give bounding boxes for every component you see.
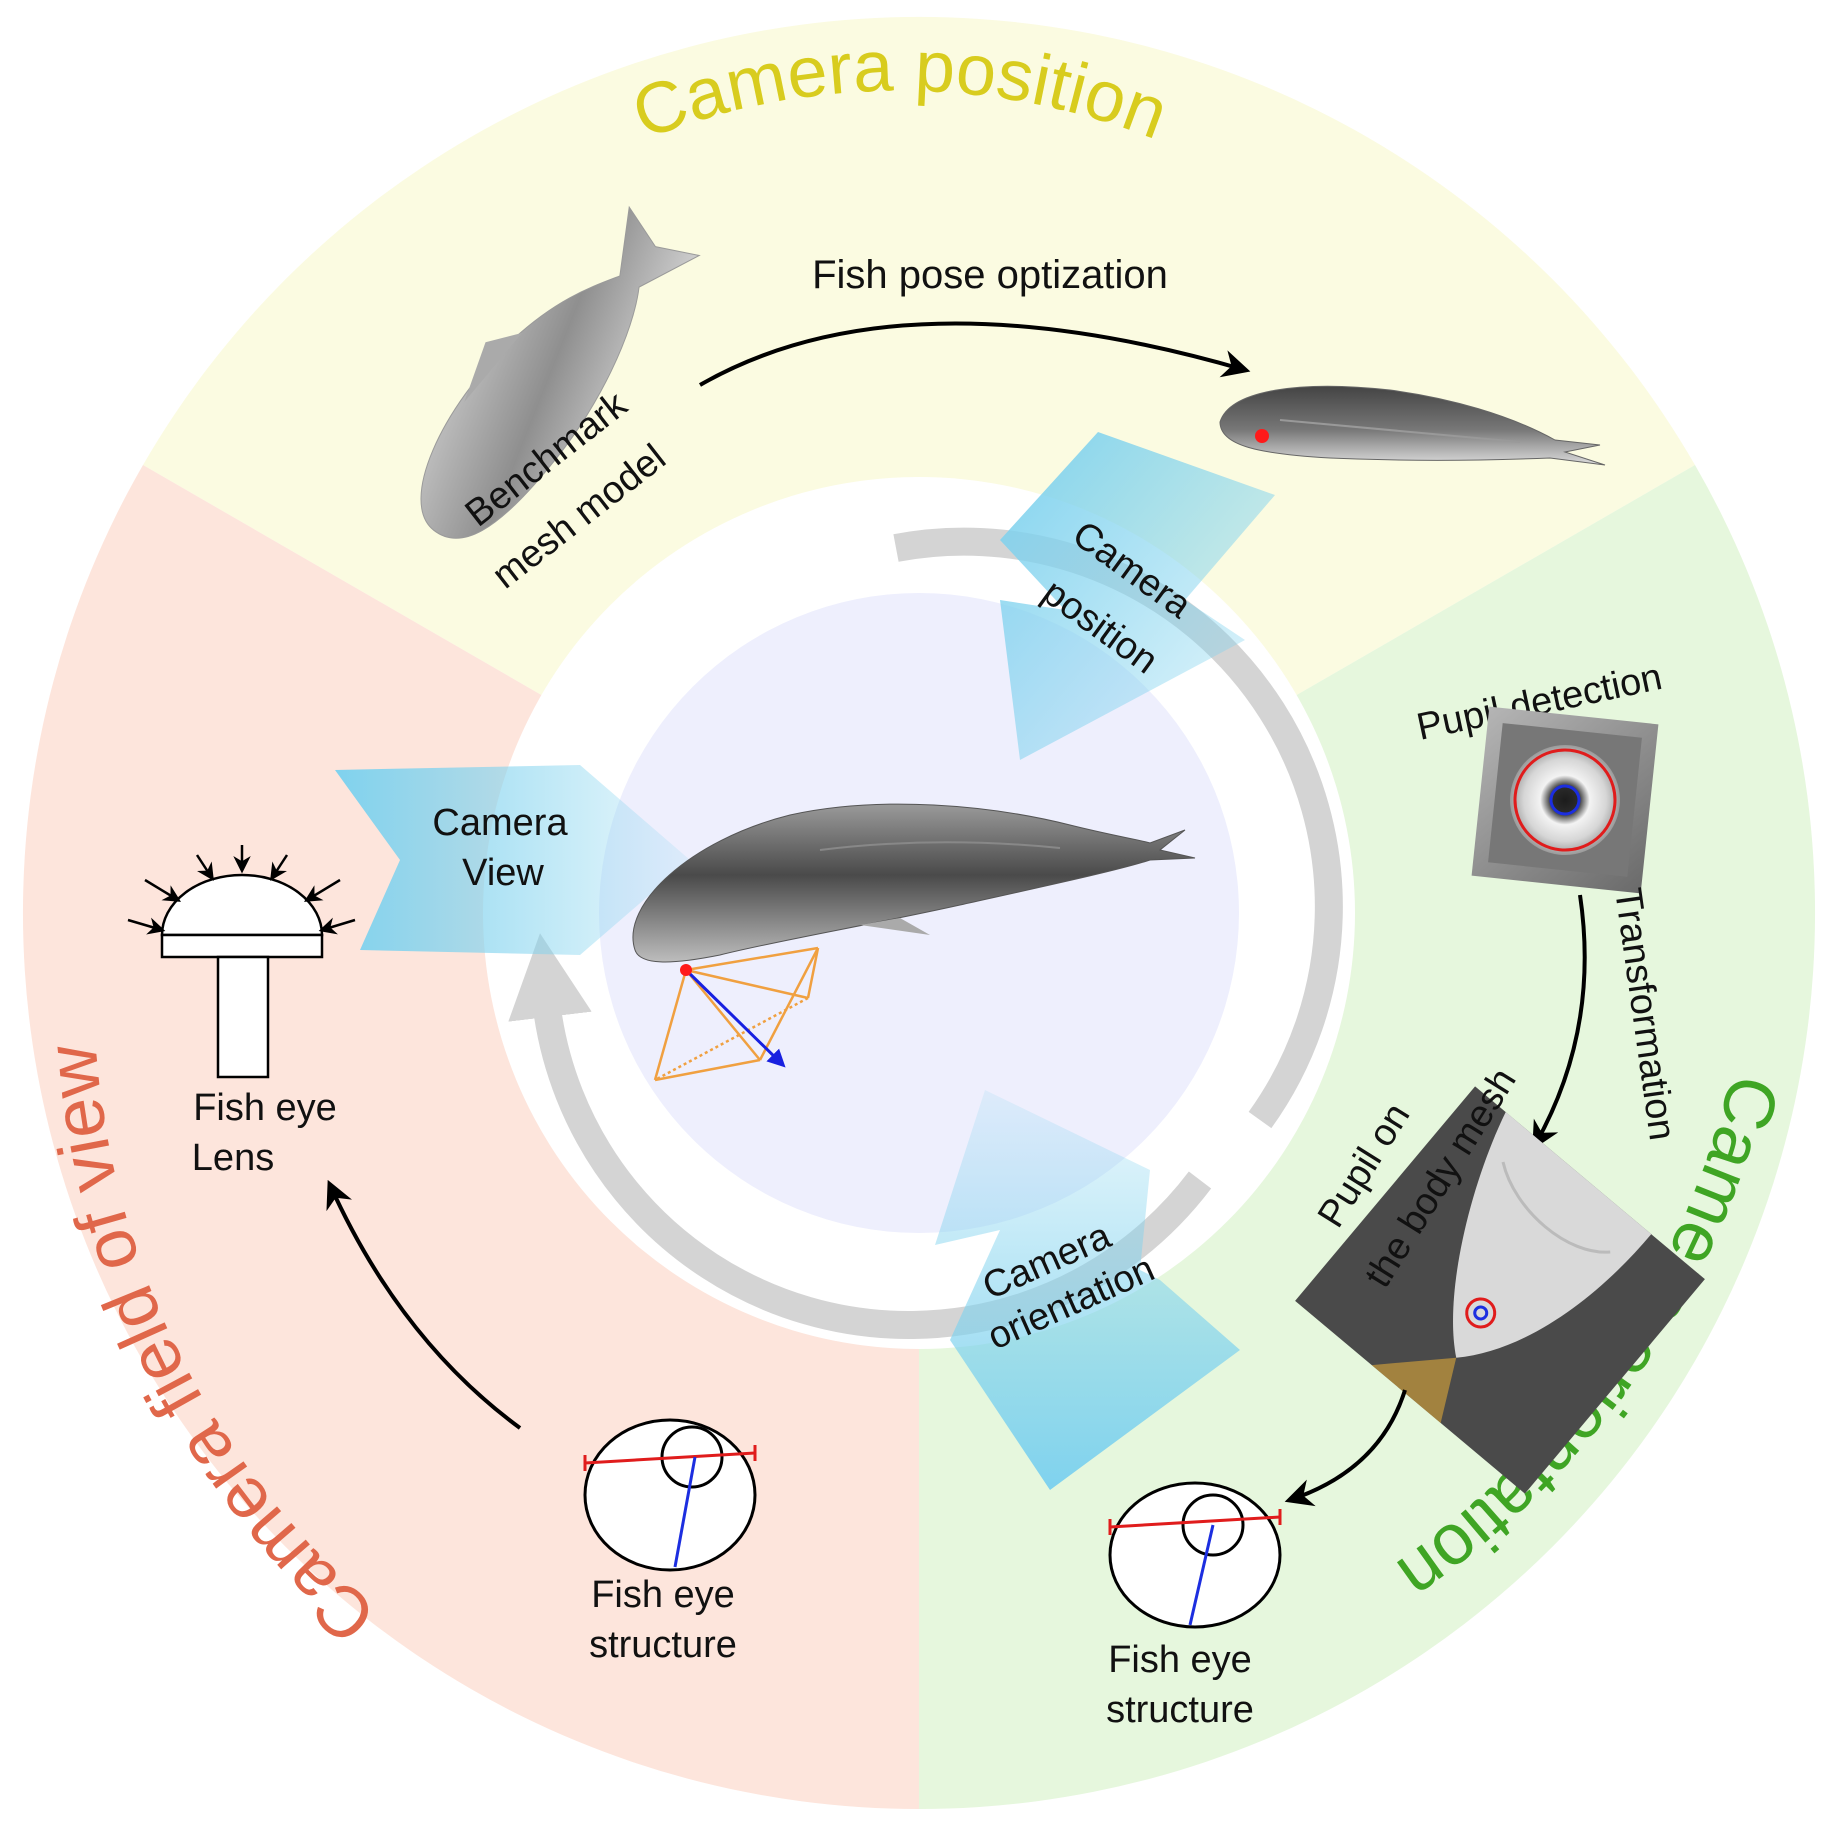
camera-origin-dot bbox=[680, 964, 692, 976]
pupil-red-circle bbox=[1513, 748, 1617, 852]
eye-structure-right-line1: Fish eye bbox=[1108, 1639, 1252, 1681]
eye-structure-left-line2: structure bbox=[589, 1624, 737, 1666]
pupil-blue-circle bbox=[1549, 784, 1581, 816]
eye-structure-left-line1: Fish eye bbox=[591, 1574, 735, 1616]
benchmark-fish-mesh bbox=[420, 205, 701, 539]
lens-label-line1: Fish eye bbox=[193, 1087, 337, 1129]
pose-optimization-arrow bbox=[699, 321, 1251, 387]
fish-eye-lens-diagram bbox=[127, 845, 356, 1079]
inward-arrow-view: Camera View bbox=[335, 765, 690, 955]
lens-label-line2: Lens bbox=[192, 1137, 274, 1179]
eye-structure-right-line2: structure bbox=[1106, 1689, 1254, 1731]
camera-direction-vector bbox=[684, 968, 786, 1068]
eye-marker-dot bbox=[1255, 429, 1269, 443]
pupil-mesh-image bbox=[1295, 1086, 1705, 1494]
to-lens-arrow bbox=[326, 1179, 522, 1430]
camera-frustum bbox=[653, 946, 820, 1082]
pupil-detection-image bbox=[1471, 706, 1659, 894]
inward-arrow-position: Camera position bbox=[1000, 432, 1275, 760]
to-eye-structure-arrow bbox=[1284, 1389, 1407, 1507]
arrow-view-line2: View bbox=[462, 852, 544, 894]
eye-structure-right bbox=[1108, 1481, 1282, 1629]
center-fish-mesh bbox=[632, 803, 1196, 963]
posed-fish-mesh bbox=[1219, 385, 1606, 466]
transformation-arrow bbox=[1532, 894, 1587, 1150]
eye-structure-left bbox=[583, 1418, 757, 1572]
pose-optimization-label: Fish pose optization bbox=[812, 253, 1168, 297]
cycle-arrowhead bbox=[520, 955, 575, 1000]
arrow-view-line1: Camera bbox=[432, 802, 568, 844]
camera-position-sector bbox=[143, 16, 1695, 913]
inward-arrow-orientation: Camera orientation bbox=[935, 1090, 1240, 1490]
